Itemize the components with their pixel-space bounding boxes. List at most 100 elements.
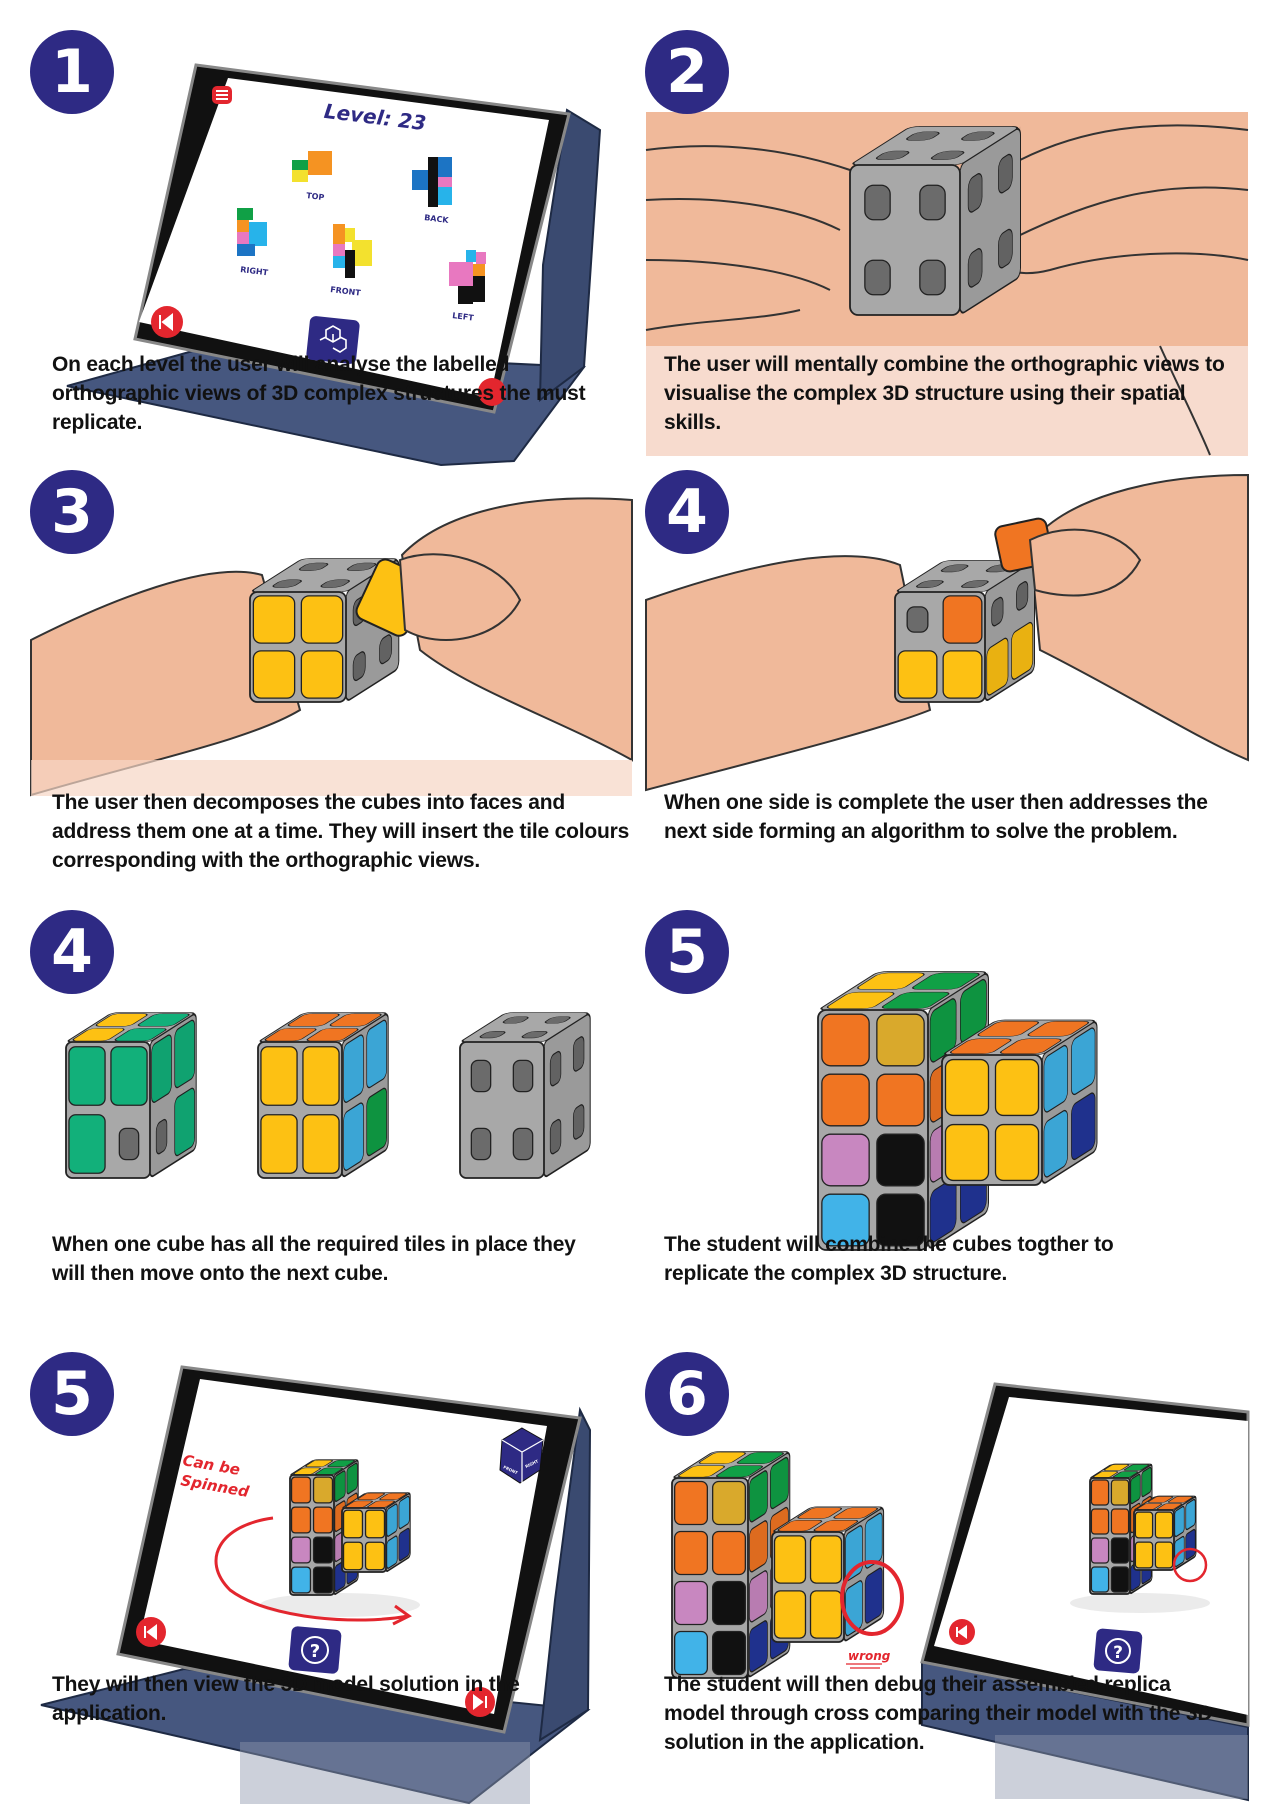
cube-tile — [114, 1028, 167, 1042]
empty-slot — [906, 131, 940, 141]
svg-text:BACK: BACK — [424, 213, 450, 225]
cube-view-button[interactable] — [306, 316, 360, 365]
menu-button[interactable] — [212, 86, 232, 104]
cube-tile — [174, 1087, 195, 1157]
cube-tile — [1110, 1508, 1130, 1535]
svg-text:FRONT: FRONT — [330, 285, 362, 298]
fast-forward-button[interactable] — [465, 1687, 495, 1717]
completed-cubes — [65, 1012, 591, 1179]
empty-slot — [521, 1031, 548, 1039]
cube-tile — [994, 1123, 1040, 1182]
cube-tile — [749, 1620, 768, 1673]
cube-front-face — [849, 164, 961, 316]
cube-tile — [821, 1073, 870, 1127]
step-badge: 1 — [30, 30, 114, 114]
face-shade — [342, 1012, 389, 1178]
cube-tile — [944, 1058, 990, 1117]
cube-tile — [674, 1580, 708, 1626]
cube-block — [1133, 1495, 1197, 1571]
cube-front-face — [249, 591, 347, 703]
svg-text:RIGHT: RIGHT — [240, 265, 269, 277]
cube-tile — [290, 1506, 312, 1534]
cube-front-face — [289, 1474, 335, 1596]
empty-slot — [967, 248, 983, 288]
help-button[interactable]: ? — [1093, 1628, 1143, 1674]
cube-tile — [712, 1580, 746, 1626]
step-badge: 2 — [645, 30, 729, 114]
cube-tile — [364, 1509, 386, 1539]
step-caption: They will then view the 3D model solutio… — [52, 1673, 520, 1725]
cube-tile — [312, 1566, 334, 1594]
forward-button[interactable] — [478, 378, 506, 406]
rewind-button[interactable] — [136, 1617, 166, 1647]
step-caption: The user will mentally combine the ortho… — [664, 353, 1225, 434]
cube-tile — [342, 1509, 364, 1539]
3d-model-solution[interactable] — [289, 1459, 411, 1596]
cube-tile — [1090, 1566, 1110, 1593]
hands-insert-tile — [30, 497, 633, 797]
step-badge: 5 — [30, 1352, 114, 1436]
gray-cube — [849, 126, 1021, 316]
empty-slot — [998, 153, 1013, 194]
cube-front-face — [341, 1507, 387, 1573]
empty-slot — [549, 1118, 562, 1155]
svg-text:TOP: TOP — [306, 191, 325, 202]
step-caption: The user then decomposes the cubes into … — [52, 791, 630, 872]
help-button[interactable]: ? — [288, 1626, 342, 1674]
rewind-button[interactable] — [151, 306, 183, 338]
face-shade — [150, 1012, 197, 1178]
cube-side-face — [984, 560, 1035, 702]
cube-tile — [929, 998, 957, 1063]
empty-slot — [940, 564, 969, 573]
cube-tile — [1071, 1027, 1096, 1096]
cube-front-face — [894, 591, 986, 703]
empty-slot — [549, 1050, 562, 1087]
cube-top-face — [773, 1506, 883, 1533]
cube-top-face — [342, 1492, 410, 1509]
cube-front-face — [817, 1009, 929, 1251]
cube-tile — [342, 1541, 364, 1571]
empty-slot — [906, 606, 929, 633]
cube-tile — [773, 1590, 807, 1639]
face-shade — [386, 1492, 411, 1572]
cube-tile — [797, 1507, 843, 1519]
cube-tile — [366, 1087, 387, 1157]
step-badge: 3 — [30, 470, 114, 554]
cube-tile — [1090, 1537, 1110, 1564]
cube-tile — [290, 1476, 312, 1504]
cube-body — [671, 1477, 749, 1679]
rewind-button[interactable] — [949, 1619, 975, 1645]
cube-tile — [1110, 1566, 1130, 1593]
cube-tile — [329, 1013, 382, 1027]
cube-tile — [876, 1193, 925, 1247]
cube-tile — [826, 991, 895, 1009]
cube-top-face — [820, 971, 987, 1011]
cube-tile — [1185, 1528, 1196, 1561]
cube-tile — [1110, 1479, 1130, 1506]
empty-slot — [320, 579, 350, 588]
face-shade — [1042, 1019, 1098, 1185]
empty-slot — [502, 1016, 529, 1024]
cube-tile — [773, 1535, 807, 1584]
cube-front-face — [1089, 1477, 1131, 1595]
cube-tile — [357, 1492, 386, 1500]
tablet-stand-back — [538, 108, 602, 403]
3d-model-solution[interactable] — [1089, 1463, 1197, 1595]
empty-slot — [961, 580, 989, 588]
cube-tile — [876, 1013, 925, 1067]
cube-block — [894, 560, 1035, 703]
cube-tile — [897, 650, 938, 699]
empty-slot — [155, 1118, 168, 1155]
empty-slot — [346, 562, 377, 571]
empty-slot — [479, 1031, 506, 1039]
cube-tile — [986, 637, 1009, 696]
cube-tile — [343, 1034, 364, 1103]
cube-tile — [770, 1456, 789, 1510]
svg-text:LEFT: LEFT — [452, 311, 475, 323]
orientation-cube-icon[interactable]: FRONT RIGHT — [499, 1427, 544, 1484]
cube-tile — [312, 1506, 334, 1534]
cube-block — [65, 1012, 197, 1179]
cube-body — [1089, 1477, 1131, 1595]
cube-tile — [290, 1536, 312, 1564]
step-badge: 4 — [645, 470, 729, 554]
